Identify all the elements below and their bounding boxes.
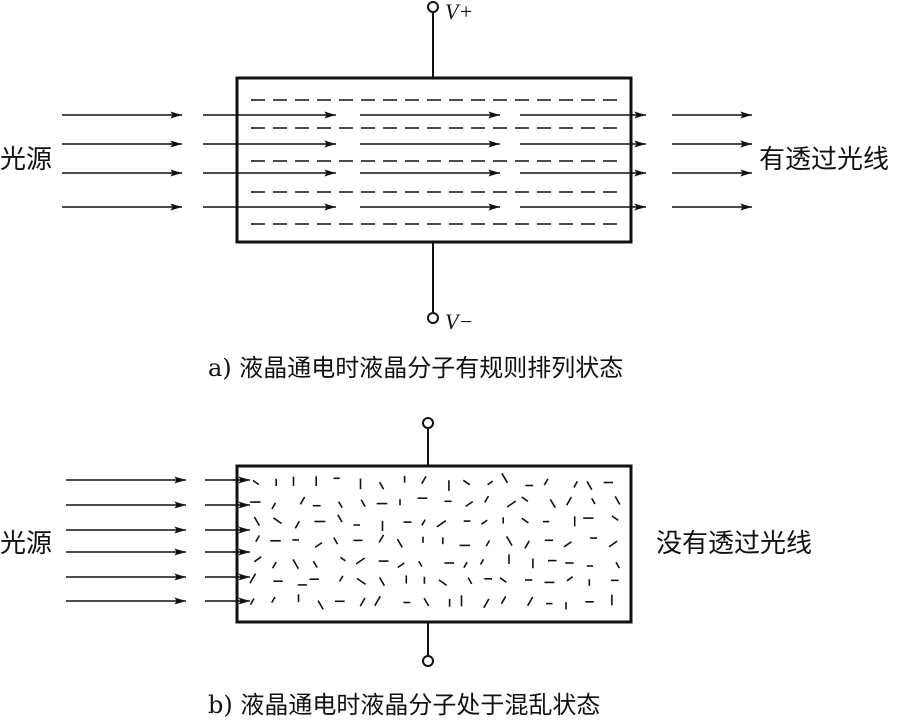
molecule	[299, 496, 306, 505]
light-source-label-a: 光源	[0, 145, 52, 175]
molecule	[360, 499, 366, 507]
molecule	[615, 561, 621, 569]
molecule	[396, 538, 403, 548]
molecule	[608, 540, 618, 548]
molecule	[500, 595, 507, 605]
caption-a: a) 液晶通电时液晶分子有规则排列状态	[208, 354, 623, 382]
molecule	[521, 496, 529, 502]
molecule	[549, 498, 556, 509]
molecule	[378, 534, 385, 543]
molecule	[359, 597, 366, 607]
molecule	[465, 500, 474, 508]
molecule	[294, 520, 301, 529]
molecule	[566, 496, 573, 506]
terminal-bottom-a	[427, 312, 439, 324]
molecule	[467, 577, 473, 585]
molecule	[272, 517, 282, 525]
molecule	[271, 502, 277, 510]
molecule	[543, 478, 549, 486]
molecule	[501, 472, 509, 484]
molecule	[249, 598, 255, 605]
molecule	[487, 480, 494, 486]
terminal-top-a	[427, 1, 439, 13]
molecule	[524, 540, 530, 549]
light-pass-label: 有透过光线	[759, 145, 889, 175]
molecule	[614, 496, 621, 505]
terminal-top-b	[422, 417, 434, 429]
light-rays-b	[66, 476, 250, 605]
molecule	[337, 514, 343, 523]
molecule	[499, 577, 507, 583]
molecule	[481, 519, 488, 525]
molecule	[586, 481, 593, 491]
molecule	[505, 535, 513, 547]
molecule	[506, 500, 517, 508]
molecule	[378, 481, 385, 490]
random-molecules	[249, 472, 621, 610]
molecule	[611, 515, 619, 521]
molecule	[421, 519, 426, 526]
terminal-bottom-b	[422, 655, 434, 667]
molecule	[526, 596, 534, 607]
molecule	[563, 541, 572, 548]
molecule	[312, 560, 318, 568]
light-blocked-label: 没有透过光线	[656, 529, 812, 559]
molecule	[463, 561, 468, 569]
molecule	[421, 475, 427, 485]
molecule	[521, 517, 529, 524]
molecule	[252, 479, 260, 486]
molecule	[339, 556, 346, 562]
molecule	[292, 559, 300, 570]
molecule	[479, 558, 485, 565]
molecule	[271, 596, 276, 604]
molecule	[591, 497, 596, 505]
light-source-label-b: 光源	[0, 529, 52, 559]
molecule	[255, 535, 261, 543]
molecule	[374, 595, 381, 607]
molecule	[338, 501, 343, 508]
molecule	[314, 541, 323, 549]
molecule	[378, 576, 386, 587]
molecule	[418, 560, 423, 567]
molecule	[462, 479, 471, 486]
molecule	[573, 480, 579, 488]
molecule	[483, 598, 490, 609]
molecule	[253, 556, 262, 563]
molecule	[249, 573, 257, 584]
molecule	[356, 577, 367, 586]
molecule	[333, 537, 339, 545]
molecule	[397, 562, 405, 569]
caption-b: b) 液晶通电时液晶分子处于混乱状态	[208, 691, 600, 719]
diagram-b: 光源 没有透过光线 b) 液晶通电时液晶分子处于混乱状态	[0, 417, 812, 719]
molecule	[484, 495, 490, 503]
molecule	[438, 579, 448, 587]
molecule	[485, 540, 491, 547]
light-rays-a	[62, 111, 752, 211]
molecule	[423, 597, 430, 607]
molecule	[566, 576, 574, 582]
molecule	[436, 520, 447, 528]
molecule	[253, 516, 261, 527]
lc-cell-b	[235, 464, 633, 624]
molecule	[317, 600, 324, 610]
molecule	[271, 561, 277, 569]
diagram-a: V+ V− 光源 有透过光线 a) 液晶通电时液晶分子有规则排列状态	[0, 0, 889, 382]
aligned-molecules	[251, 99, 624, 225]
terminal-top-label: V+	[445, 0, 473, 24]
terminal-bottom-label: V−	[445, 309, 473, 334]
molecule	[338, 575, 344, 582]
molecule	[355, 557, 366, 565]
lc-cell-a	[235, 76, 633, 244]
